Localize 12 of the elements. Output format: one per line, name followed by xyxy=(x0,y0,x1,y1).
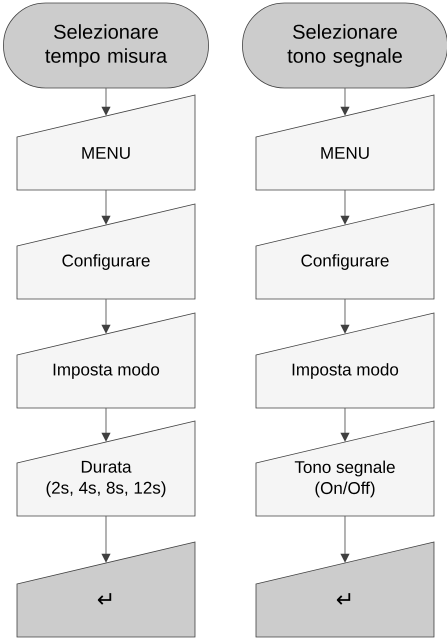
enter-key-box: ↵ xyxy=(256,542,434,638)
manual-input-box: Durata (2s, 4s, 8s, 12s) xyxy=(16,420,196,516)
manual-input-box: Imposta modo xyxy=(16,312,196,408)
manual-input-box: Imposta modo xyxy=(256,312,434,408)
manual-input-box: MENU xyxy=(256,94,434,190)
manual-input-box: Tono segnale (On/Off) xyxy=(256,420,434,516)
enter-key-box: ↵ xyxy=(16,542,196,638)
manual-input-box: Configurare xyxy=(256,204,434,300)
start-terminal: Selezionare tempo misura xyxy=(3,2,209,88)
start-terminal: Selezionare tono segnale xyxy=(242,2,447,88)
manual-input-box: Configurare xyxy=(16,204,196,300)
manual-input-box: MENU xyxy=(16,94,196,190)
